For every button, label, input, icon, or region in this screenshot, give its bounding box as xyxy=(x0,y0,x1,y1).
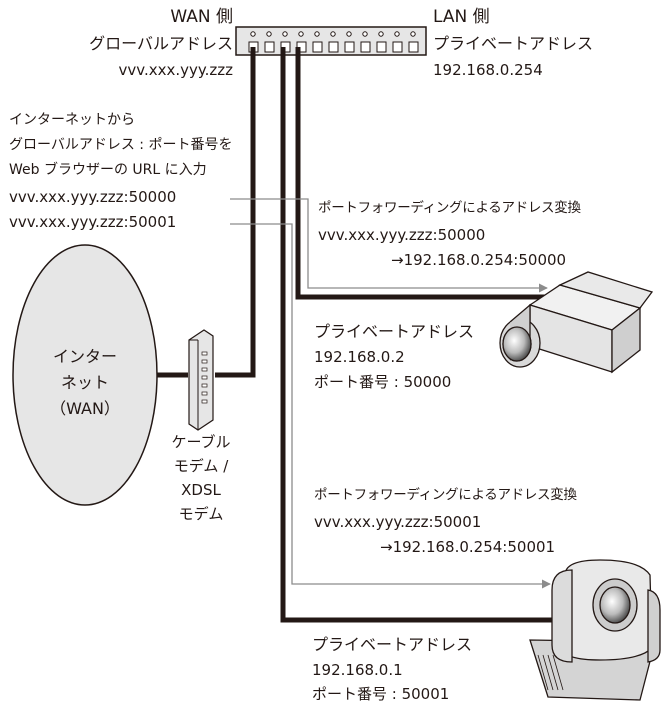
lan-title: LAN 側 xyxy=(433,7,490,27)
camera-1-address: 192.168.0.2 xyxy=(314,348,405,366)
internet-label-3: （WAN） xyxy=(50,399,120,418)
lan-cable-camera-2 xyxy=(280,47,555,623)
modem-label-2: モデム / xyxy=(173,457,229,475)
modem-icon xyxy=(188,329,214,431)
url-50001: vvv.xxx.yyy.zzz:50001 xyxy=(9,213,177,231)
wan-title: WAN 側 xyxy=(170,7,233,27)
box-camera-icon xyxy=(499,271,654,374)
forward-arrow-2 xyxy=(230,223,551,589)
camera-1-port: ポート番号 : 50000 xyxy=(314,373,452,391)
modem-label-3: XDSL xyxy=(181,481,221,499)
instruction-line-2: グローバルアドレス : ポート番号を xyxy=(9,137,233,153)
wan-label: グローバルアドレス xyxy=(89,34,233,53)
forwarding-2-title: ポートフォワーディングによるアドレス変換 xyxy=(314,487,577,503)
forwarding-1-from: vvv.xxx.yyy.zzz:50000 xyxy=(318,226,486,244)
instruction-line-1: インターネットから xyxy=(9,112,135,128)
forwarding-1-to: →192.168.0.254:50000 xyxy=(391,251,567,269)
camera-2-address: 192.168.0.1 xyxy=(312,661,403,679)
router-icon xyxy=(235,26,427,56)
modem-label-4: モデム xyxy=(178,505,224,523)
modem-label-1: ケーブル xyxy=(171,433,231,451)
forwarding-2-to: →192.168.0.254:50001 xyxy=(380,538,556,556)
url-50000: vvv.xxx.yyy.zzz:50000 xyxy=(9,188,177,206)
internet-label-1: インター xyxy=(52,347,118,366)
wan-address: vvv.xxx.yyy.zzz xyxy=(118,61,233,79)
instruction-line-3: Web ブラウザーの URL に入力 xyxy=(9,162,207,178)
internet-cloud xyxy=(12,244,158,506)
wan-cable xyxy=(155,47,256,378)
camera-1-label: プライベートアドレス xyxy=(314,322,475,341)
camera-2-port: ポート番号 : 50001 xyxy=(312,685,450,703)
ptz-camera-icon xyxy=(529,559,661,701)
lan-cable-camera-1 xyxy=(295,47,552,300)
lan-label: プライベートアドレス xyxy=(433,34,594,53)
forward-arrow-1 xyxy=(230,198,548,293)
lan-address: 192.168.0.254 xyxy=(433,61,543,79)
forwarding-2-from: vvv.xxx.yyy.zzz:50001 xyxy=(314,513,482,531)
camera-2-label: プライベートアドレス xyxy=(312,635,473,654)
internet-label-2: ネット xyxy=(60,373,110,392)
forwarding-1-title: ポートフォワーディングによるアドレス変換 xyxy=(318,200,581,216)
